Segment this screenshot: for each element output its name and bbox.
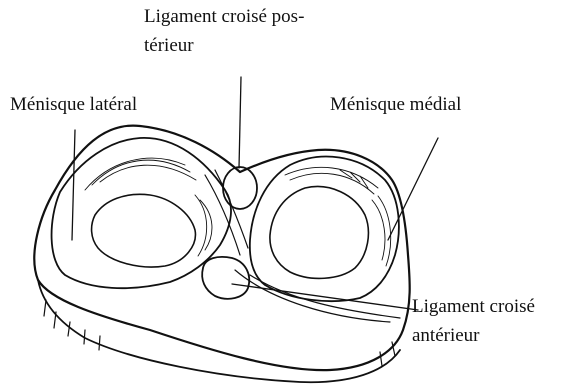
lateral-meniscus-inner [92, 194, 196, 267]
anterior-cruciate-stump [202, 257, 249, 299]
label-medial-meniscus: Ménisque médial [330, 93, 461, 117]
medial-meniscus-hatching [285, 167, 391, 266]
plateau-lower-edge [38, 280, 400, 382]
medial-meniscus-outer [250, 157, 399, 302]
lateral-meniscus-hatching [85, 158, 212, 256]
tibial-plateau-outline [34, 126, 409, 371]
label-posterior-cruciate-line2: térieur [144, 34, 194, 58]
leader-line-lateral-meniscus [72, 130, 75, 240]
leader-line-anterior-cruciate [232, 284, 418, 310]
label-posterior-cruciate-line1: Ligament croisé pos- [144, 5, 304, 29]
label-lateral-meniscus: Ménisque latéral [10, 93, 137, 117]
plateau-side-hatching [44, 300, 395, 366]
label-anterior-cruciate-line2: antérieur [412, 324, 480, 348]
medial-meniscus-inner [270, 187, 369, 279]
posterior-cruciate-stump [223, 167, 257, 209]
label-anterior-cruciate-line1: Ligament croisé [412, 295, 535, 319]
leader-line-posterior-cruciate [239, 77, 241, 168]
